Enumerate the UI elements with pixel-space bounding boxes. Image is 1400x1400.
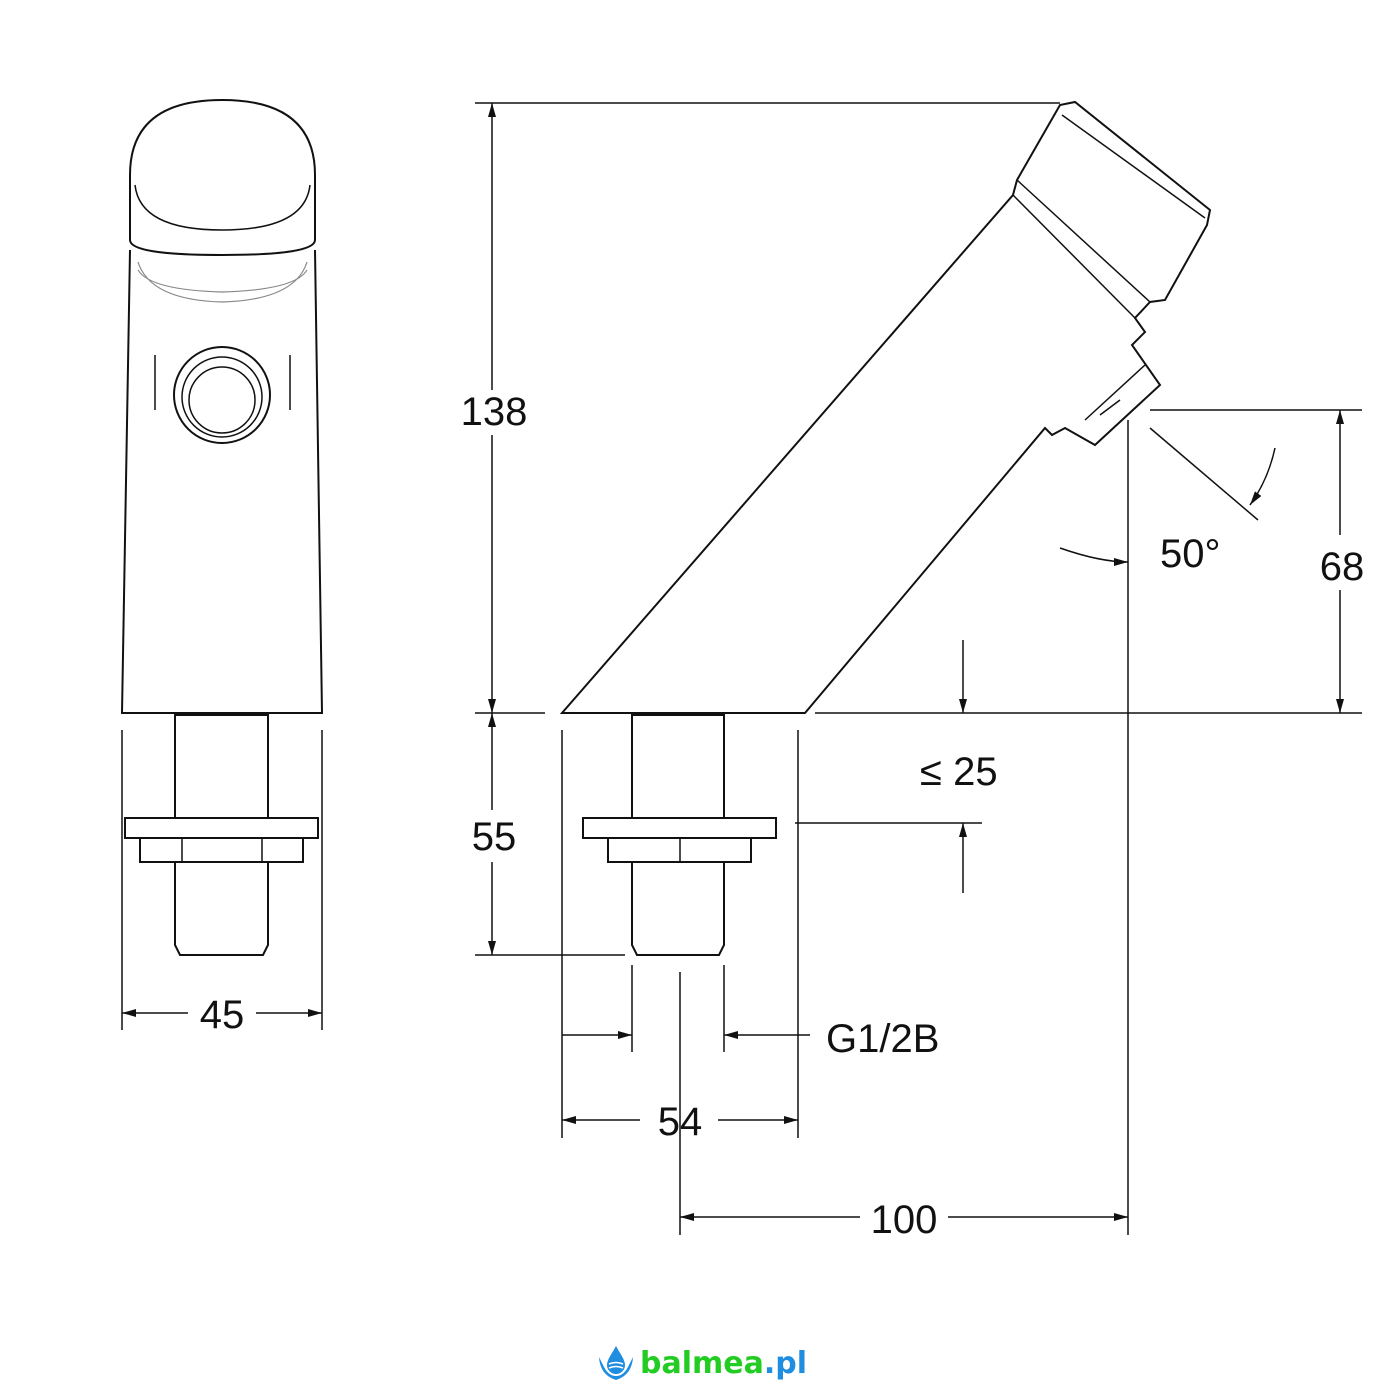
side-view: 138 55 68 ≤ 25 50° G1/2B 54 100: [461, 100, 1365, 1242]
water-drop-hands-icon: [599, 1346, 633, 1380]
logo-name: balmea: [640, 1345, 764, 1381]
dim-thread: G1/2B: [826, 1017, 939, 1061]
dim-angle: 50°: [1160, 532, 1221, 576]
dim-total-height: 138: [461, 390, 528, 434]
front-view: 45: [120, 98, 324, 1037]
logo-tld: .pl: [763, 1345, 808, 1381]
dim-shank-length: 55: [472, 815, 517, 859]
dim-spout-height: 68: [1320, 545, 1365, 589]
dim-reach: 100: [871, 1198, 938, 1242]
balmea-logo: balmea.pl: [596, 1343, 807, 1383]
dim-deck-thickness: ≤ 25: [920, 750, 998, 794]
dim-width-front: 45: [200, 993, 245, 1037]
